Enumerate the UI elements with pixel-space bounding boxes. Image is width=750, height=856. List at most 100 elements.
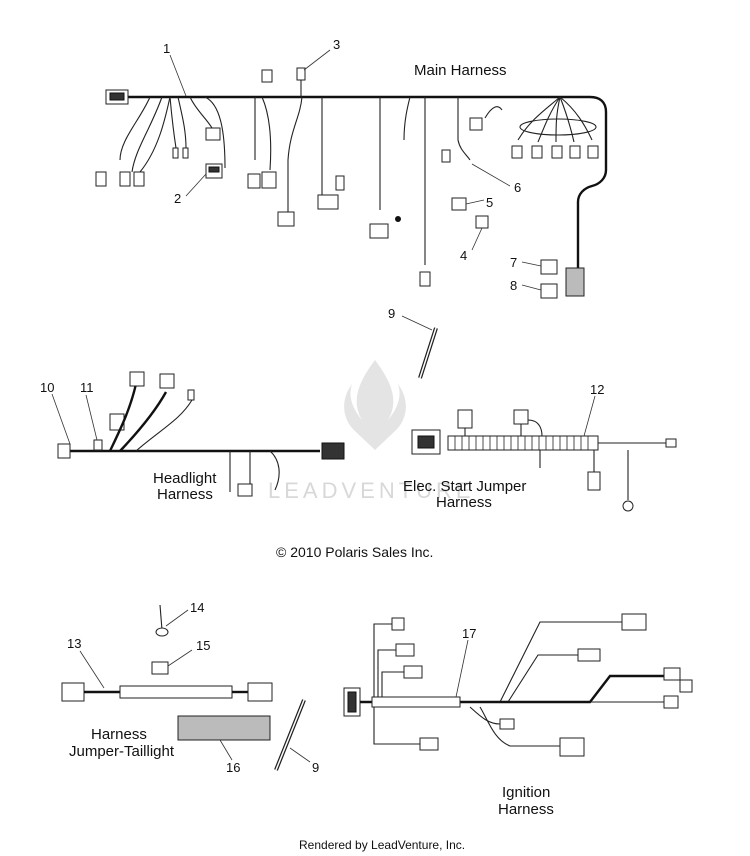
leader-13 [79, 650, 105, 689]
callout-6: 6 [514, 180, 521, 195]
main-left-connector-c [133, 171, 145, 187]
elec-conduit [447, 435, 599, 451]
callout-17: 17 [462, 626, 476, 641]
headlight-socket-1 [129, 371, 145, 387]
headlight-branch-3 [135, 399, 193, 452]
part-9-upper-tie-inner [419, 327, 437, 379]
ignition-down-branch [373, 707, 420, 745]
taillight-sleeve [119, 685, 233, 699]
headlight-connector-right [321, 442, 345, 460]
leader-10 [51, 393, 71, 445]
elec-left-connector-pins [417, 435, 435, 449]
main-part-7-connector [540, 259, 558, 275]
leader-5 [465, 199, 485, 205]
elec-right-terminal [665, 438, 677, 448]
main-drop-8 [457, 97, 471, 161]
leader-17 [455, 639, 469, 698]
part-14-head [155, 627, 169, 637]
ignition-upper-branch-b [507, 654, 578, 703]
elec-bottom-connector [587, 471, 601, 491]
ignition-up-branch-1 [373, 623, 392, 697]
callout-4: 4 [460, 248, 467, 263]
ignition-up-branch-2 [377, 649, 396, 697]
main-left-connector-a [95, 171, 107, 187]
headlight-end-plug [57, 443, 71, 459]
main-harness-connector-pins [109, 92, 125, 101]
callout-15: 15 [196, 638, 210, 653]
main-fan-connector-4 [569, 145, 581, 159]
ignition-title-line-1: Ignition [502, 784, 550, 801]
leader-12 [583, 395, 596, 437]
part-16-label [177, 715, 271, 741]
taillight-jumper-harness: 13 14 15 16 9 Harness Jumper-Taillight [61, 600, 319, 775]
leader-9a [401, 315, 433, 331]
main-drop-4-connector [335, 175, 345, 191]
main-harness-title: Main Harness [414, 62, 507, 79]
taillight-title-line-2: Jumper-Taillight [69, 743, 175, 760]
main-harness-trunk [128, 95, 608, 268]
leader-3 [303, 49, 331, 71]
main-branch-left-d [169, 96, 177, 149]
elec-conduit-ribs [454, 436, 589, 450]
main-drop-9 [484, 106, 503, 119]
leader-14 [165, 609, 189, 627]
elec-ring-terminal [622, 500, 634, 512]
callout-8: 8 [510, 278, 517, 293]
callout-16: 16 [226, 760, 240, 775]
main-branch-left-e [177, 96, 187, 149]
ignition-down-connector [419, 737, 439, 751]
main-drop-2 [261, 96, 272, 171]
ignition-right-connector-c2 [679, 679, 693, 693]
main-drop-9-connector [469, 117, 483, 131]
leader-4 [471, 227, 483, 251]
callout-3: 3 [333, 37, 340, 52]
main-left-relay [205, 127, 221, 141]
headlight-part-11-clip [93, 439, 103, 451]
main-branch-left-f [189, 96, 213, 129]
callout-13: 13 [67, 636, 81, 651]
leader-15 [167, 649, 193, 667]
ignition-sleeve [371, 696, 461, 708]
ignition-mid-connector [499, 718, 515, 730]
ignition-upper-branch-a [499, 621, 622, 703]
main-part-6-connector [441, 149, 451, 163]
ignition-upper-branch-c [500, 674, 664, 704]
main-fan-connector-5 [587, 145, 599, 159]
headlight-branch-1 [108, 383, 138, 452]
elec-top-connector-1 [457, 409, 473, 429]
callout-11: 11 [80, 380, 94, 395]
callout-5: 5 [486, 195, 493, 210]
main-top-connector-a [261, 69, 273, 83]
leader-11 [85, 394, 98, 441]
main-fan-loop [519, 118, 597, 136]
elec-title-line-1: Elec. Start Jumper [403, 478, 526, 495]
footer-text: Rendered by LeadVenture, Inc. [299, 838, 465, 852]
main-part-4-connector [475, 215, 489, 229]
part-9-upper: 9 [388, 306, 438, 379]
main-part-2-pins [208, 166, 220, 173]
main-fan-connector-3 [551, 145, 563, 159]
headlight-harness: 10 11 Headlight Harness [40, 371, 345, 503]
ignition-lower-connector [559, 737, 585, 757]
copyright-text: © 2010 Polaris Sales Inc. [276, 544, 433, 560]
headlight-terminal [187, 389, 195, 401]
callout-14: 14 [190, 600, 204, 615]
ignition-title-line-2: Harness [498, 801, 554, 818]
leader-16 [219, 739, 233, 761]
main-drop-2-connector [261, 171, 277, 189]
main-harness: 1 2 3 4 5 6 7 8 Main Harness [95, 37, 608, 299]
elec-top-connector-2 [513, 409, 529, 425]
main-part-8-connector [540, 283, 558, 299]
ignition-upper-connector-b [577, 648, 601, 662]
main-fan-1 [517, 96, 561, 141]
main-part-3-clip [296, 67, 306, 81]
elec-title-line-2: Harness [436, 494, 492, 511]
main-drop-6 [403, 96, 411, 141]
callout-9a: 9 [388, 306, 395, 321]
ignition-up-connector-1 [391, 617, 405, 631]
ignition-main-block-pins [347, 691, 357, 713]
main-drop-3 [287, 96, 303, 212]
leader-8 [521, 284, 542, 291]
elec-start-jumper-harness: 12 Elec. Start Jumper Harness [403, 382, 677, 512]
main-branch-left-b [131, 96, 163, 173]
